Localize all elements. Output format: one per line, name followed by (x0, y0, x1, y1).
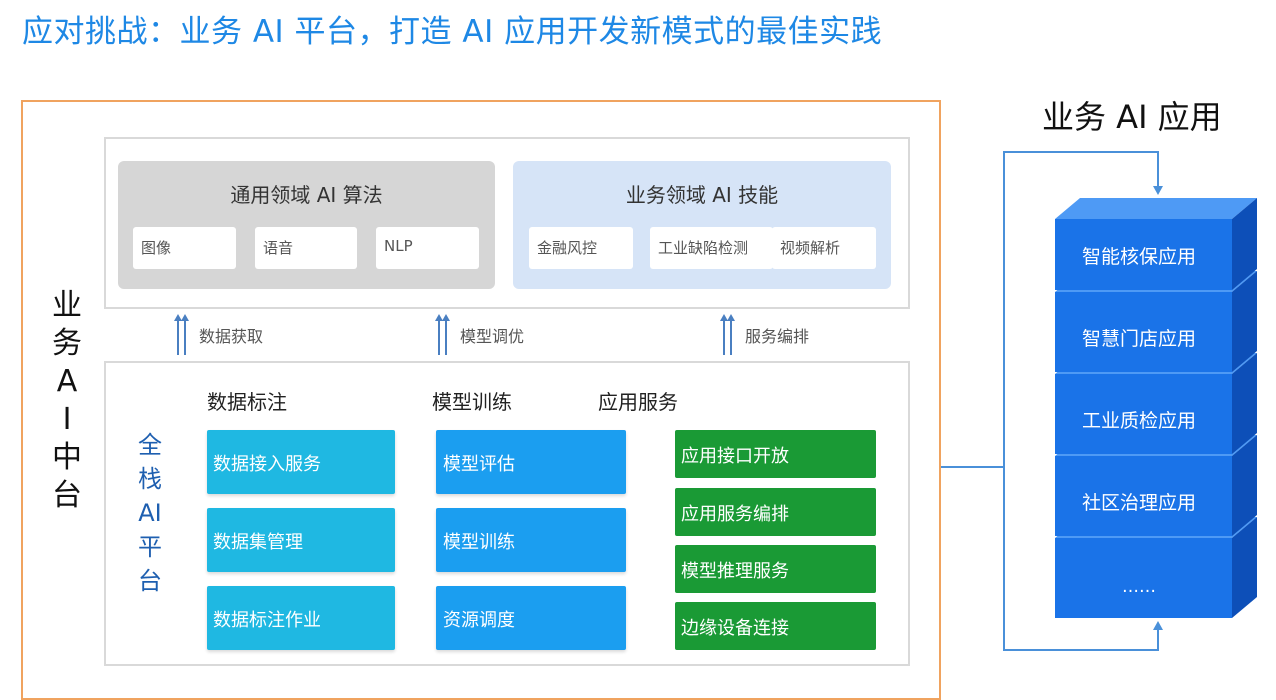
general-ai-item: NLP (376, 227, 479, 269)
side-label-char: 务 (52, 326, 82, 361)
general-ai-title: 通用领域 AI 算法 (230, 183, 383, 207)
general-ai-item: 图像 (133, 227, 236, 269)
fullstack-char: 栈 (138, 465, 162, 493)
business-ai-title: 业务领域 AI 技能 (625, 183, 779, 207)
double-up-arrow-icon (174, 314, 189, 355)
general-ai-item: 语音 (255, 227, 357, 269)
app-service-item: 应用接口开放 (675, 430, 876, 478)
model-training-item: 资源调度 (436, 586, 626, 650)
app-label: 智慧门店应用 (1082, 328, 1196, 350)
business-ai-item: 工业缺陷检测 (650, 227, 773, 269)
side-label-char: 中 (52, 440, 82, 475)
app-cube (1055, 198, 1257, 290)
app-label: …… (1122, 577, 1156, 597)
model-training-item: 模型评估 (436, 430, 626, 494)
general-ai-panel: 通用领域 AI 算法 图像 语音 NLP (118, 161, 495, 289)
column-header-app-service: 应用服务 (598, 390, 678, 414)
model-training-item: 模型训练 (436, 508, 626, 572)
data-labeling-item: 数据标注作业 (207, 586, 395, 650)
business-ai-item: 视频解析 (772, 227, 876, 269)
side-label-char: 业 (52, 288, 82, 323)
fullstack-char: 全 (138, 431, 162, 459)
flow-label-data-acquisition: 数据获取 (199, 327, 264, 346)
app-label: 智能核保应用 (1082, 246, 1196, 268)
business-ai-apps-title: 业务 AI 应用 (1042, 98, 1222, 136)
column-header-data-labeling: 数据标注 (207, 390, 287, 414)
flow-label-model-tuning: 模型调优 (460, 327, 525, 346)
side-label-char: A (56, 364, 78, 399)
app-service-item: 应用服务编排 (675, 488, 876, 536)
app-label: 工业质检应用 (1082, 410, 1196, 432)
side-label: 业 务 A I 中 台 (42, 287, 92, 515)
fullstack-label: 全 栈 AI 平 台 (128, 428, 172, 598)
fullstack-char: 台 (138, 567, 162, 595)
double-up-arrow-icon (720, 314, 735, 355)
business-ai-item: 金融风控 (529, 227, 633, 269)
double-up-arrow-icon (435, 314, 450, 355)
fullstack-char: AI (138, 499, 162, 527)
column-header-model-training: 模型训练 (432, 390, 512, 414)
data-labeling-item: 数据集管理 (207, 508, 395, 572)
fullstack-char: 平 (138, 533, 162, 561)
side-label-char: I (62, 402, 72, 437)
business-ai-panel: 业务领域 AI 技能 金融风控 工业缺陷检测 视频解析 (513, 161, 891, 289)
app-service-item: 模型推理服务 (675, 545, 876, 593)
app-service-item: 边缘设备连接 (675, 602, 876, 650)
flow-label-service-orchestration: 服务编排 (745, 327, 810, 346)
page-title: 应对挑战：业务 AI 平台，打造 AI 应用开发新模式的最佳实践 (22, 14, 883, 50)
app-label: 社区治理应用 (1082, 492, 1196, 514)
data-labeling-item: 数据接入服务 (207, 430, 395, 494)
side-label-char: 台 (52, 478, 82, 513)
